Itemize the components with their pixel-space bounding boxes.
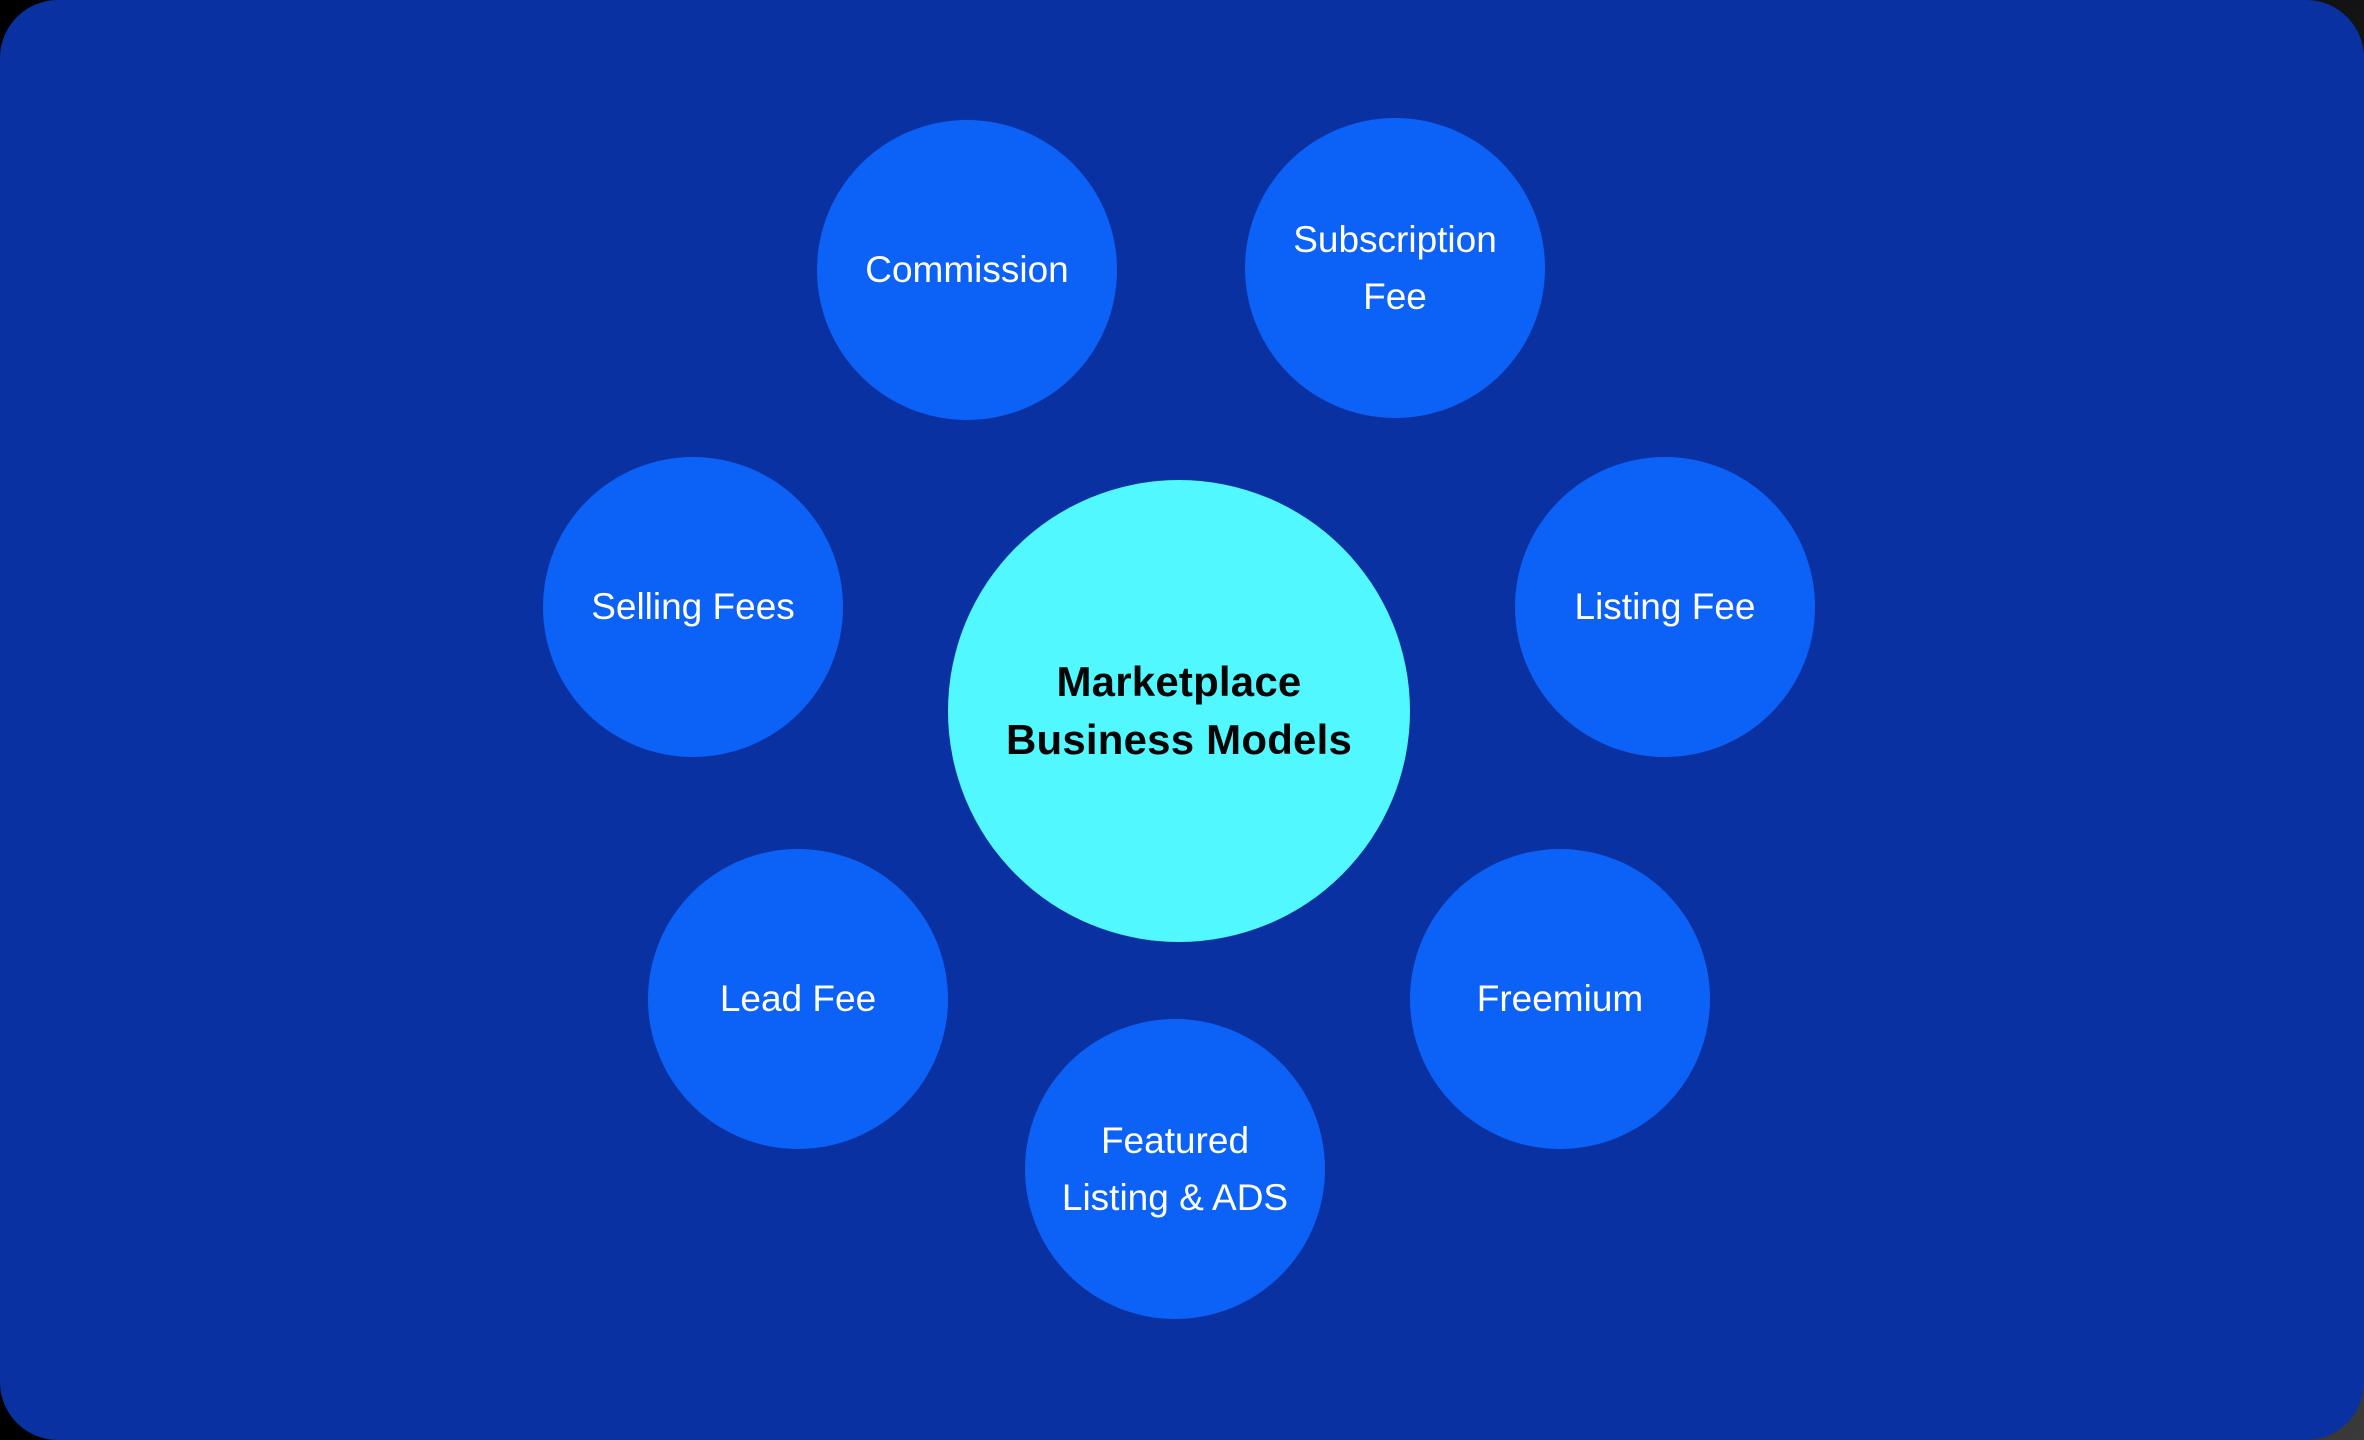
center-node-label: Marketplace Business Models xyxy=(1006,653,1352,769)
center-node-line-1: Marketplace xyxy=(1056,658,1302,706)
node-lead-fee-label: Lead Fee xyxy=(720,970,876,1027)
node-commission-label: Commission xyxy=(865,241,1069,298)
node-subscription-fee-label: Subscription Fee xyxy=(1293,211,1497,326)
node-subscription-fee-line-2: Fee xyxy=(1363,276,1427,317)
node-freemium: Freemium xyxy=(1410,849,1710,1149)
center-node-marketplace-business-models: Marketplace Business Models xyxy=(948,480,1410,942)
node-listing-fee: Listing Fee xyxy=(1515,457,1815,757)
node-listing-fee-label: Listing Fee xyxy=(1575,578,1756,635)
node-featured-listing-ads-label: Featured Listing & ADS xyxy=(1062,1112,1288,1227)
node-commission: Commission xyxy=(817,120,1117,420)
node-featured-listing-ads-line-1: Featured xyxy=(1100,1119,1250,1161)
node-subscription-fee-line-1: Subscription xyxy=(1293,218,1497,260)
node-subscription-fee: Subscription Fee xyxy=(1245,118,1545,418)
node-listing-fee-line-1: Listing Fee xyxy=(1574,586,1756,628)
center-node-line-2: Business Models xyxy=(1005,716,1353,763)
node-lead-fee: Lead Fee xyxy=(648,849,948,1149)
node-featured-listing-ads-line-2: Listing & ADS xyxy=(1061,1177,1289,1218)
node-lead-fee-line-1: Lead Fee xyxy=(719,978,877,1020)
node-selling-fees: Selling Fees xyxy=(543,457,843,757)
node-selling-fees-label: Selling Fees xyxy=(591,578,795,635)
node-selling-fees-line-1: Selling Fees xyxy=(591,586,795,628)
node-freemium-line-1: Freemium xyxy=(1476,978,1644,1020)
node-freemium-label: Freemium xyxy=(1477,970,1644,1027)
node-commission-line-1: Commission xyxy=(865,249,1069,291)
node-featured-listing-ads: Featured Listing & ADS xyxy=(1025,1019,1325,1319)
